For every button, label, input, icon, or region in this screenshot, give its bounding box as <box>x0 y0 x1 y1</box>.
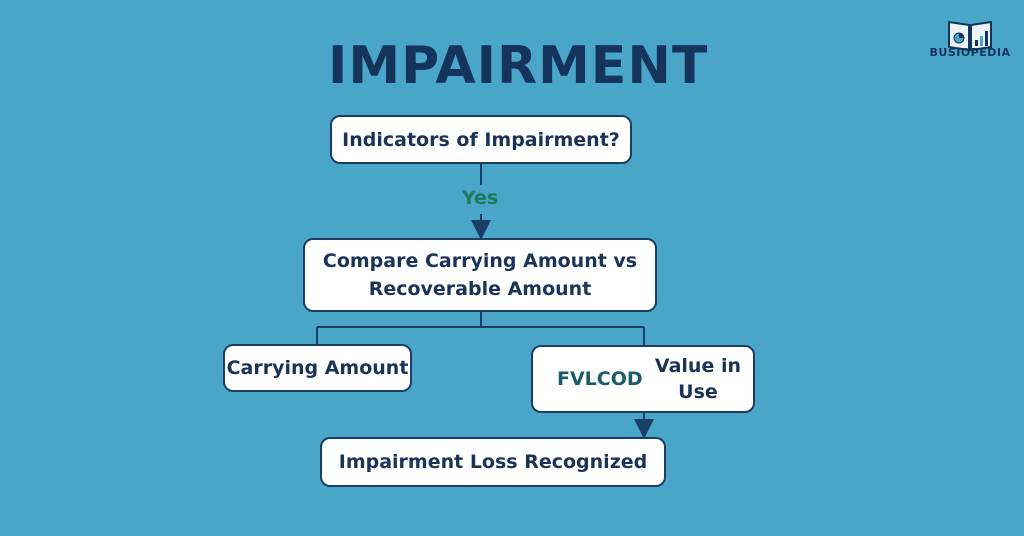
node-recoverable-components: FVLCOD Value in Use <box>531 345 755 413</box>
node-fvlcod-label: FVLCOD <box>557 368 643 390</box>
node-impairment-loss-recognized: Impairment Loss Recognized <box>320 437 666 487</box>
node-compare-amounts: Compare Carrying Amount vs Recoverable A… <box>303 238 657 312</box>
node-loss-label: Impairment Loss Recognized <box>338 451 648 473</box>
node-indicators-of-impairment: Indicators of Impairment? <box>330 115 632 164</box>
node-compare-line2: Recoverable Amount <box>368 278 592 300</box>
busiopedia-logo-icon <box>948 20 992 52</box>
node-carrying-amount: Carrying Amount <box>223 344 412 392</box>
brand-name: BUSIOPEDIA <box>929 46 1011 59</box>
node-value-in-use: Value in Use <box>655 353 741 405</box>
node-carrying-label: Carrying Amount <box>226 357 409 379</box>
node-compare-line1: Compare Carrying Amount vs <box>322 250 638 272</box>
node-value-in-use-line1: Value in <box>654 355 741 377</box>
edge-label-yes: Yes <box>462 187 499 209</box>
diagram-title: IMPAIRMENT <box>328 36 709 96</box>
node-value-in-use-line2: Use <box>678 381 718 403</box>
node-indicators-label: Indicators of Impairment? <box>342 128 620 151</box>
